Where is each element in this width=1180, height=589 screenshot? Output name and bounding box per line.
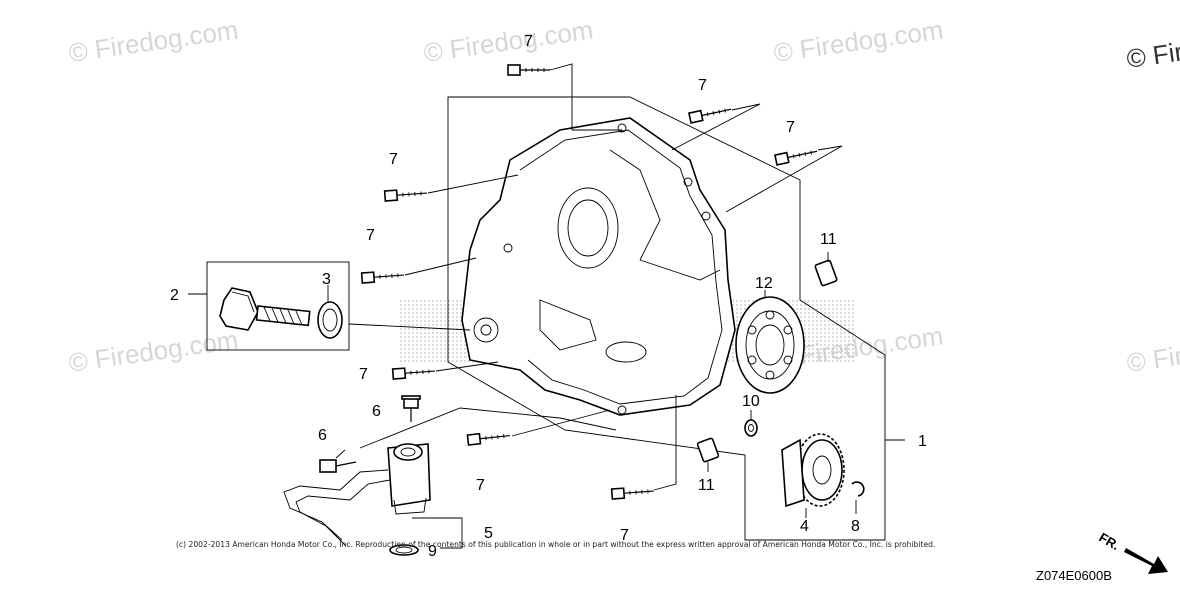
case-cover (461, 117, 736, 416)
callout-8: 8 (851, 518, 860, 535)
callout-7-top: 7 (524, 33, 533, 50)
callout-6-lower: 6 (318, 427, 327, 444)
front-label: FR. (1097, 530, 1123, 553)
flange-bolts (360, 64, 818, 500)
callout-7-right: 7 (786, 119, 795, 136)
callout-6-upper: 6 (372, 403, 381, 420)
callout-10: 10 (742, 393, 760, 410)
callout-7-bottom-left: 7 (476, 477, 485, 494)
callout-7-bottom: 7 (620, 527, 629, 544)
oil-level-sensor (283, 407, 617, 556)
thrust-washer (744, 410, 758, 437)
callout-5: 5 (484, 525, 493, 542)
oil-filler-assembly (188, 261, 471, 351)
callout-7-upper-right: 7 (698, 77, 707, 94)
watermark-1: © Firedog.com (67, 14, 240, 67)
bolt-part6-upper (401, 395, 421, 422)
callout-1: 1 (918, 433, 927, 450)
watermark-4: © Firedog.com (1125, 20, 1180, 73)
watermark-5: © Firedog.com (67, 324, 240, 377)
watermark-2: © Firedog.com (422, 14, 595, 67)
callout-11-upper: 11 (820, 231, 837, 248)
callout-7-left-low: 7 (359, 366, 368, 383)
callout-9: 9 (428, 543, 437, 560)
callout-3: 3 (322, 271, 331, 288)
callout-12: 12 (755, 275, 773, 292)
retaining-clip (851, 481, 865, 514)
callout-7-left-mid: 7 (366, 227, 375, 244)
watermark-7: © Firedog.com (1125, 324, 1180, 377)
callout-4: 4 (800, 518, 809, 535)
watermark-3: © Firedog.com (772, 14, 945, 67)
ball-bearing (735, 290, 805, 394)
callout-7-left-top: 7 (389, 151, 398, 168)
bolt-leaders (404, 63, 843, 491)
callout-11-lower: 11 (698, 477, 715, 494)
diagram-code: Z074E0600B (1036, 568, 1112, 583)
governor-gear (781, 433, 845, 518)
assembly-outline (447, 96, 886, 541)
copyright-notice: (c) 2002-2013 American Honda Motor Co., … (176, 540, 935, 549)
callout-2: 2 (170, 287, 179, 304)
callout-labels: 1 2 3 4 5 6 6 7 7 7 7 7 7 7 7 8 9 10 11 … (170, 33, 927, 560)
dowel-pins (696, 252, 838, 472)
front-arrow-icon (1124, 548, 1168, 574)
